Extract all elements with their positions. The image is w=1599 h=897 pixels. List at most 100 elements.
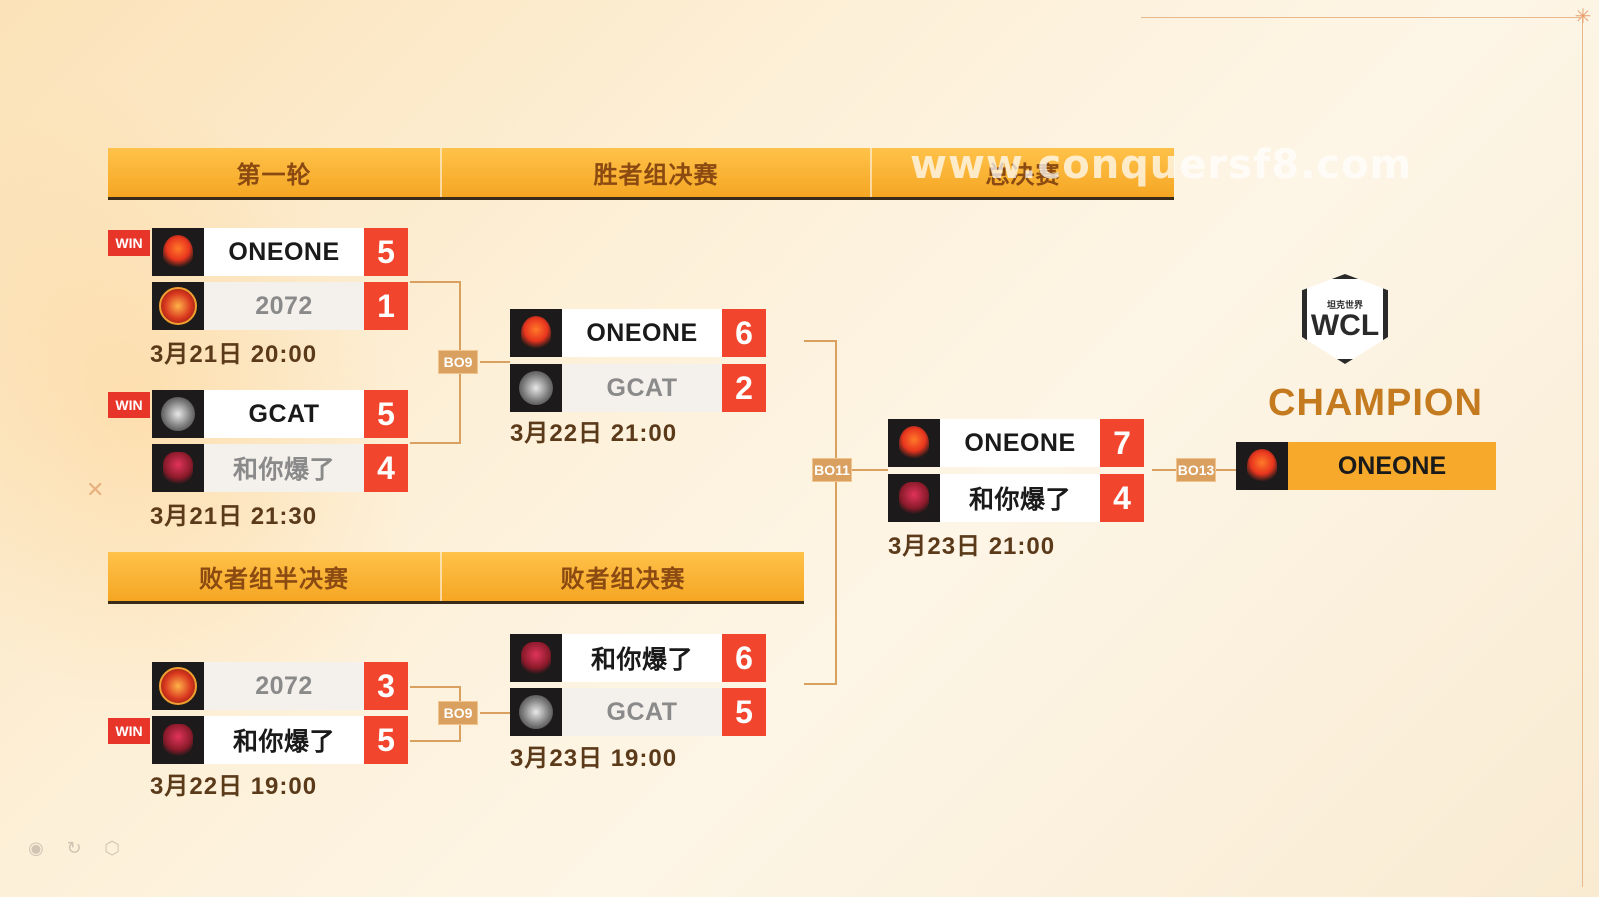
- team-score: 6: [722, 634, 766, 682]
- connector: [410, 281, 460, 283]
- upper-bracket-header: 第一轮 胜者组决赛 总决赛: [108, 148, 1174, 200]
- team-logo-oneone: [1236, 442, 1288, 490]
- team-row[interactable]: GCAT 5: [152, 390, 408, 438]
- lower-bracket-header: 败者组半决赛 败者组决赛: [108, 552, 804, 604]
- team-logo-hnbl: [152, 444, 204, 492]
- team-logo-2072: [152, 282, 204, 330]
- team-name: 和你爆了: [940, 474, 1100, 522]
- team-score: 5: [364, 228, 408, 276]
- win-tag: WIN: [108, 718, 150, 744]
- cube-icon[interactable]: ⬡: [104, 837, 120, 859]
- team-name: ONEONE: [940, 419, 1100, 467]
- champion-title: CHAMPION: [1268, 382, 1483, 424]
- team-score: 6: [722, 309, 766, 357]
- team-name: 和你爆了: [204, 716, 364, 764]
- team-row[interactable]: 2072 3: [152, 662, 408, 710]
- team-logo-gcat: [510, 688, 562, 736]
- badge-2072-icon: [159, 287, 197, 325]
- team-logo-oneone: [510, 309, 562, 357]
- team-logo-oneone: [152, 228, 204, 276]
- team-row[interactable]: 和你爆了 4: [888, 474, 1144, 522]
- team-score: 4: [1100, 474, 1144, 522]
- best-of-badge: BO13: [1176, 458, 1216, 482]
- team-score: 2: [722, 364, 766, 412]
- champion-row[interactable]: ONEONE: [1236, 442, 1496, 490]
- cat-icon: [519, 695, 553, 729]
- win-tag: WIN: [108, 230, 150, 256]
- player-toolbar: ◉ ↻ ⬡: [24, 836, 124, 860]
- connector: [804, 683, 836, 685]
- wcl-shield-icon: 坦克世界 WCL: [1302, 274, 1388, 364]
- header-grand-final: 总决赛: [870, 148, 1174, 197]
- team-logo-gcat: [510, 364, 562, 412]
- watermark: www.conquersf8.com: [910, 142, 1413, 188]
- decor-line-horizontal: [1141, 17, 1581, 18]
- match-date: 3月22日 21:00: [510, 420, 678, 447]
- team-row[interactable]: ONEONE 5: [152, 228, 408, 276]
- connector: [410, 442, 460, 444]
- team-name: 2072: [204, 662, 364, 710]
- team-row[interactable]: 和你爆了 5: [152, 716, 408, 764]
- best-of-badge: BO9: [438, 350, 478, 374]
- match-date: 3月23日 19:00: [510, 745, 678, 772]
- header-round1: 第一轮: [108, 148, 440, 197]
- team-name: 2072: [204, 282, 364, 330]
- team-logo-hnbl: [152, 716, 204, 764]
- team-row[interactable]: 和你爆了 6: [510, 634, 766, 682]
- best-of-badge: BO11: [812, 458, 852, 482]
- wcl-logo: 坦克世界 WCL: [1300, 272, 1390, 366]
- flame-icon: [899, 426, 929, 460]
- team-logo-hnbl: [888, 474, 940, 522]
- flame-icon: [163, 235, 193, 269]
- cat-icon: [519, 371, 553, 405]
- wcl-logo-text: WCL: [1310, 308, 1380, 342]
- sparkle-x-icon: ✕: [86, 478, 105, 503]
- team-row[interactable]: ONEONE 6: [510, 309, 766, 357]
- header-losers-final: 败者组决赛: [440, 552, 804, 601]
- team-logo-hnbl: [510, 634, 562, 682]
- team-score: 1: [364, 282, 408, 330]
- connector: [835, 340, 837, 685]
- champion-team-name: ONEONE: [1288, 442, 1496, 490]
- best-of-badge: BO9: [438, 701, 478, 725]
- team-row[interactable]: 和你爆了 4: [152, 444, 408, 492]
- decor-line-vertical: [1582, 17, 1583, 887]
- header-losers-semi: 败者组半决赛: [108, 552, 440, 601]
- refresh-icon[interactable]: ↻: [66, 837, 82, 859]
- team-name: ONEONE: [204, 228, 364, 276]
- team-name: 和你爆了: [204, 444, 364, 492]
- badge-2072-icon: [159, 667, 197, 705]
- connector: [804, 340, 836, 342]
- match-date: 3月22日 19:00: [150, 773, 318, 800]
- cat-icon: [161, 397, 195, 431]
- eye-icon[interactable]: ◉: [28, 837, 44, 859]
- sparkle-icon: ✳: [1574, 4, 1592, 28]
- team-name: 和你爆了: [562, 634, 722, 682]
- match-date: 3月21日 21:30: [150, 503, 318, 530]
- team-logo-oneone: [888, 419, 940, 467]
- team-score: 4: [364, 444, 408, 492]
- team-row[interactable]: ONEONE 7: [888, 419, 1144, 467]
- flame-icon: [1247, 449, 1277, 483]
- connector: [480, 712, 510, 714]
- team-name: GCAT: [204, 390, 364, 438]
- team-row[interactable]: 2072 1: [152, 282, 408, 330]
- demon-icon: [163, 452, 193, 484]
- wcl-logo-subtitle: 坦克世界: [1326, 300, 1363, 311]
- flame-icon: [521, 316, 551, 350]
- team-score: 3: [364, 662, 408, 710]
- team-score: 5: [722, 688, 766, 736]
- connector: [410, 686, 460, 688]
- demon-icon: [899, 482, 929, 514]
- team-score: 7: [1100, 419, 1144, 467]
- team-row[interactable]: GCAT 5: [510, 688, 766, 736]
- match-date: 3月21日 20:00: [150, 341, 318, 368]
- team-score: 5: [364, 716, 408, 764]
- team-name: GCAT: [562, 688, 722, 736]
- team-row[interactable]: GCAT 2: [510, 364, 766, 412]
- demon-icon: [521, 642, 551, 674]
- win-tag: WIN: [108, 392, 150, 418]
- team-name: GCAT: [562, 364, 722, 412]
- team-logo-2072: [152, 662, 204, 710]
- demon-icon: [163, 724, 193, 756]
